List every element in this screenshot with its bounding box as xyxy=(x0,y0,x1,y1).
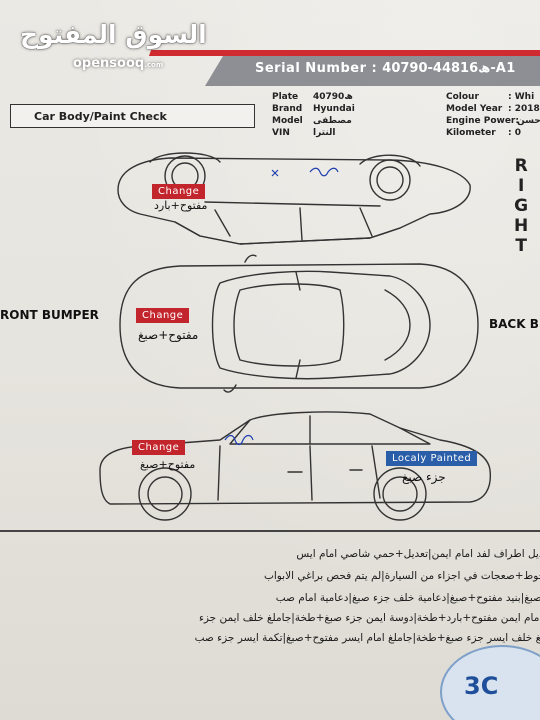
watermark-logo-tld: .com xyxy=(144,61,164,69)
front-bumper-label: RONT BUMPER xyxy=(0,308,99,322)
handwritten-marks xyxy=(224,167,339,446)
note-line: جاملغ امام ايمن مفتوح+بارد+طخة|دوسة ايمن… xyxy=(198,612,540,624)
car-top-view xyxy=(119,254,479,393)
section-title-box xyxy=(10,104,255,128)
notes-separator xyxy=(0,530,540,532)
brand-label: Brand xyxy=(272,104,303,114)
kilometer-label: Kilometer xyxy=(446,128,496,138)
watermark-logo-name: opensooq xyxy=(73,56,145,71)
side-letter: G xyxy=(514,196,529,216)
side-letter: H xyxy=(514,216,529,236)
plate-value: ھ40790 xyxy=(313,92,353,102)
watermark-logo-arabic: السوق المفتوح xyxy=(20,20,207,49)
note-line: تعديل+صبغ لفد امام ايسر|تعديل اطراف لفد … xyxy=(296,548,540,560)
side-letter: T xyxy=(515,236,527,256)
note-line: تعديل شاصي امام ايمن|شخوط+صعجات في اجزاء… xyxy=(263,570,540,582)
damage-note: مفتوح+بارد xyxy=(154,199,208,212)
header-red-stripe xyxy=(148,50,540,56)
back-bumper-label: BACK B xyxy=(489,317,539,331)
section-title: Car Body/Paint Check xyxy=(34,110,167,123)
side-letter: I xyxy=(517,176,525,196)
brand-value: Hyundai xyxy=(313,104,355,114)
model-year-value: : 2018 xyxy=(508,104,540,114)
engine-power-label: Engine Power: xyxy=(446,116,519,126)
vin-label: VIN xyxy=(272,128,290,138)
damage-note: مفتوح+صبغ xyxy=(140,458,196,471)
model-year-label: Model Year xyxy=(446,104,503,114)
serial-label: Serial Number : xyxy=(255,61,378,76)
stamp-text: 3C xyxy=(464,672,499,700)
damage-note: مفتوح+صبغ xyxy=(138,328,199,342)
serial-number: Serial Number : ھ44816-40790-A1 xyxy=(255,61,516,76)
model-label: Model xyxy=(272,116,303,126)
colour-label: Colour xyxy=(446,92,479,102)
damage-badge-localy-painted: Localy Painted xyxy=(386,451,478,466)
damage-badge-change: Change xyxy=(132,440,186,455)
note-line: قمارة تقشير صبغ|بنيد مفتوح+صبغ|دعامية خل… xyxy=(275,592,540,604)
note-line: جاملغ خلف ايسر جزء صبغ+طخة|جاملغ امام اي… xyxy=(194,632,540,644)
watermark-logo-latin: opensooq.com xyxy=(73,56,163,71)
side-label-right: R I G H T xyxy=(514,156,528,256)
damage-badge-change: Change xyxy=(136,308,190,323)
kilometer-value: : 0 xyxy=(508,128,521,138)
damage-badge-change: Change xyxy=(152,184,206,199)
model-value: مصطفى xyxy=(313,116,352,126)
side-letter: R xyxy=(514,156,528,176)
vin-value: النترا xyxy=(313,128,336,138)
plate-label: Plate xyxy=(272,92,299,102)
damage-note: جزء صبغ xyxy=(402,470,446,484)
serial-number-band xyxy=(205,56,540,86)
engine-power-value: حسن xyxy=(517,116,540,126)
serial-value: ھ44816-40790-A1 xyxy=(382,61,516,76)
colour-value: : Whi xyxy=(508,92,535,102)
